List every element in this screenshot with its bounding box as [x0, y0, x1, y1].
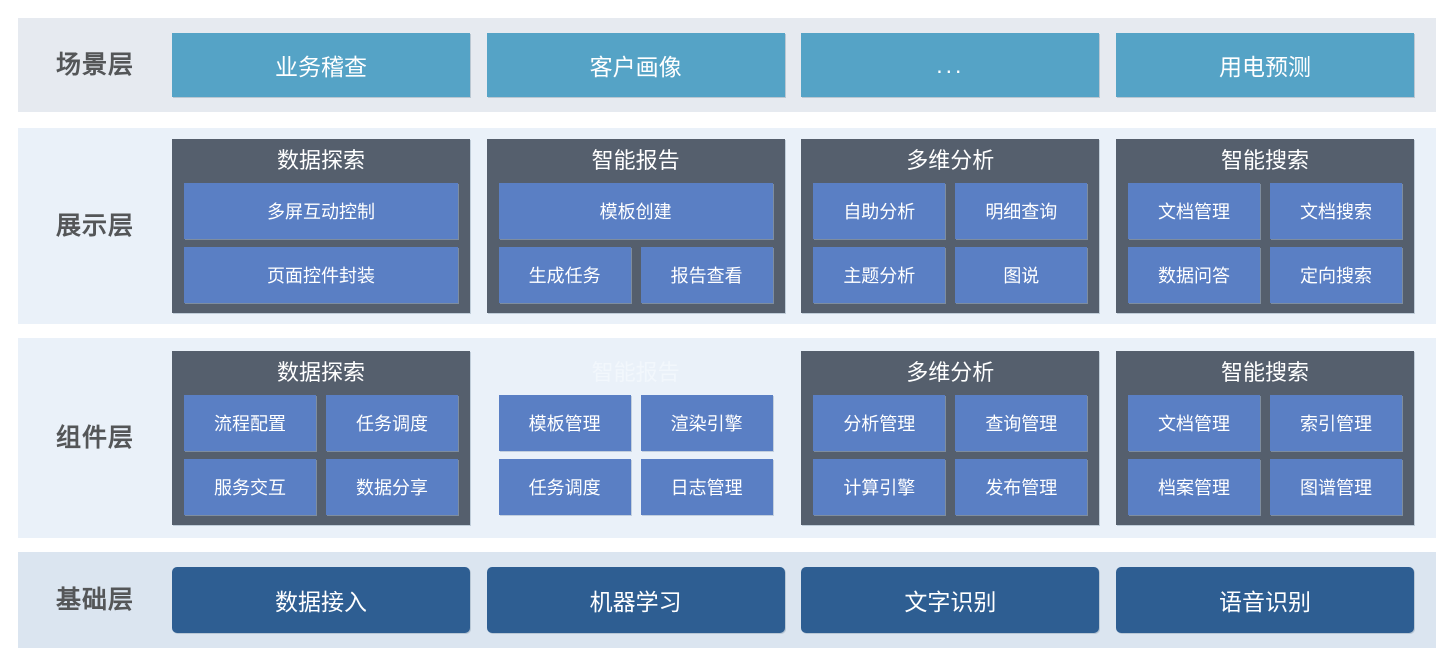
chip[interactable]: 明细查询: [955, 182, 1088, 239]
chip[interactable]: 任务调度: [326, 394, 458, 451]
group-title: 智能搜索: [1220, 148, 1309, 173]
presentation-group-list: 数据探索 多屏互动控制 页面控件封装 智能报告 模板创建: [172, 139, 1436, 313]
chip-line: 自助分析 明细查询: [813, 182, 1088, 239]
scene-card-list: 业务稽查 客户画像 ... 用电预测: [172, 33, 1436, 97]
chip[interactable]: 文档搜索: [1269, 182, 1402, 239]
group-title: 智能报告: [591, 360, 680, 385]
group-box[interactable]: 数据探索 流程配置 任务调度 服务交互 数据分享: [172, 351, 470, 525]
group-box[interactable]: 智能报告 模板创建 生成任务 报告查看: [486, 139, 785, 313]
group-title: 智能搜索: [1220, 360, 1309, 385]
chip[interactable]: 主题分析: [813, 246, 946, 303]
chip[interactable]: 自助分析: [813, 182, 946, 239]
scene-card[interactable]: 客户画像: [486, 33, 785, 97]
chip-line: 页面控件封装: [184, 246, 458, 303]
chip[interactable]: 图谱管理: [1269, 458, 1402, 515]
chip[interactable]: 文档管理: [1127, 394, 1260, 451]
chip-line: 文档管理 文档搜索: [1127, 182, 1402, 239]
chip[interactable]: 模板创建: [498, 182, 773, 239]
chip-grid: 分析管理 查询管理 计算引擎 发布管理: [813, 394, 1088, 515]
scene-card-ellipsis[interactable]: ...: [801, 33, 1100, 97]
chip[interactable]: 查询管理: [955, 394, 1088, 451]
base-card[interactable]: 语音识别: [1115, 567, 1414, 633]
base-card[interactable]: 文字识别: [801, 567, 1100, 633]
group-box[interactable]: 多维分析 分析管理 查询管理 计算引擎 发布管理: [801, 351, 1100, 525]
group-box[interactable]: 智能搜索 文档管理 文档搜索 数据问答 定向搜索: [1115, 139, 1414, 313]
chip[interactable]: 数据问答: [1127, 246, 1260, 303]
chip[interactable]: 定向搜索: [1269, 246, 1402, 303]
chip[interactable]: 多屏互动控制: [184, 182, 458, 239]
chip-line: 多屏互动控制: [184, 182, 458, 239]
group-box[interactable]: 智能搜索 文档管理 索引管理 档案管理 图谱管理: [1115, 351, 1414, 525]
layer-row-component: 组件层 数据探索 流程配置 任务调度 服务交互 数据分享 智能报告: [18, 338, 1436, 538]
chip-grid: 流程配置 任务调度 服务交互 数据分享: [184, 394, 458, 515]
chip-line: 模板创建: [498, 182, 773, 239]
chip[interactable]: 页面控件封装: [184, 246, 458, 303]
chip-line: 数据问答 定向搜索: [1127, 246, 1402, 303]
chip[interactable]: 服务交互: [184, 458, 316, 515]
group-title: 智能报告: [591, 148, 680, 173]
group-title: 数据探索: [276, 148, 365, 173]
group-box-inactive[interactable]: 智能报告 模板管理 渲染引擎 任务调度 日志管理: [487, 351, 785, 525]
chip[interactable]: 图说: [955, 246, 1088, 303]
chip[interactable]: 流程配置: [184, 394, 316, 451]
group-title: 多维分析: [906, 360, 995, 385]
layer-row-presentation: 展示层 数据探索 多屏互动控制 页面控件封装 智能报告 模板创建: [18, 128, 1436, 324]
base-card-list: 数据接入 机器学习 文字识别 语音识别: [172, 567, 1436, 633]
chip-grid: 自助分析 明细查询 主题分析 图说: [813, 182, 1088, 303]
chip-grid: 模板创建 生成任务 报告查看: [498, 182, 773, 303]
chip[interactable]: 任务调度: [498, 458, 631, 515]
chip-grid: 模板管理 渲染引擎 任务调度 日志管理: [498, 394, 773, 515]
layer-label-component: 组件层: [55, 423, 134, 452]
scene-card[interactable]: 业务稽查: [172, 33, 470, 97]
component-group-list: 数据探索 流程配置 任务调度 服务交互 数据分享 智能报告 模板管理: [172, 351, 1436, 525]
chip-line: 任务调度 日志管理: [498, 458, 773, 515]
group-box[interactable]: 数据探索 多屏互动控制 页面控件封装: [172, 139, 470, 313]
layer-row-base: 基础层 数据接入 机器学习 文字识别 语音识别: [18, 552, 1436, 648]
chip-line: 模板管理 渲染引擎: [498, 394, 773, 451]
group-title: 数据探索: [276, 360, 365, 385]
group-title: 多维分析: [906, 148, 995, 173]
chip[interactable]: 档案管理: [1127, 458, 1260, 515]
scene-card[interactable]: 用电预测: [1115, 33, 1414, 97]
chip-grid: 文档管理 索引管理 档案管理 图谱管理: [1127, 394, 1402, 515]
chip-line: 计算引擎 发布管理: [813, 458, 1088, 515]
chip[interactable]: 发布管理: [955, 458, 1088, 515]
chip[interactable]: 数据分享: [326, 458, 458, 515]
chip-grid: 文档管理 文档搜索 数据问答 定向搜索: [1127, 182, 1402, 303]
layer-label-base: 基础层: [55, 585, 134, 614]
base-card[interactable]: 机器学习: [486, 567, 785, 633]
layer-label-presentation: 展示层: [55, 211, 134, 240]
layer-row-scene: 场景层 业务稽查 客户画像 ... 用电预测: [18, 18, 1436, 112]
chip-line: 流程配置 任务调度: [184, 394, 458, 451]
chip-line: 档案管理 图谱管理: [1127, 458, 1402, 515]
layer-label-scene: 场景层: [55, 50, 134, 79]
chip[interactable]: 日志管理: [640, 458, 773, 515]
chip-grid: 多屏互动控制 页面控件封装: [184, 182, 458, 303]
chip[interactable]: 分析管理: [813, 394, 946, 451]
chip-line: 文档管理 索引管理: [1127, 394, 1402, 451]
group-box[interactable]: 多维分析 自助分析 明细查询 主题分析 图说: [801, 139, 1100, 313]
chip-line: 服务交互 数据分享: [184, 458, 458, 515]
chip[interactable]: 计算引擎: [813, 458, 946, 515]
chip-line: 生成任务 报告查看: [498, 246, 773, 303]
chip-line: 主题分析 图说: [813, 246, 1088, 303]
chip[interactable]: 模板管理: [498, 394, 631, 451]
base-card[interactable]: 数据接入: [172, 567, 470, 633]
chip[interactable]: 生成任务: [498, 246, 631, 303]
chip-line: 分析管理 查询管理: [813, 394, 1088, 451]
chip[interactable]: 报告查看: [640, 246, 773, 303]
chip[interactable]: 索引管理: [1269, 394, 1402, 451]
chip[interactable]: 文档管理: [1127, 182, 1260, 239]
chip[interactable]: 渲染引擎: [640, 394, 773, 451]
